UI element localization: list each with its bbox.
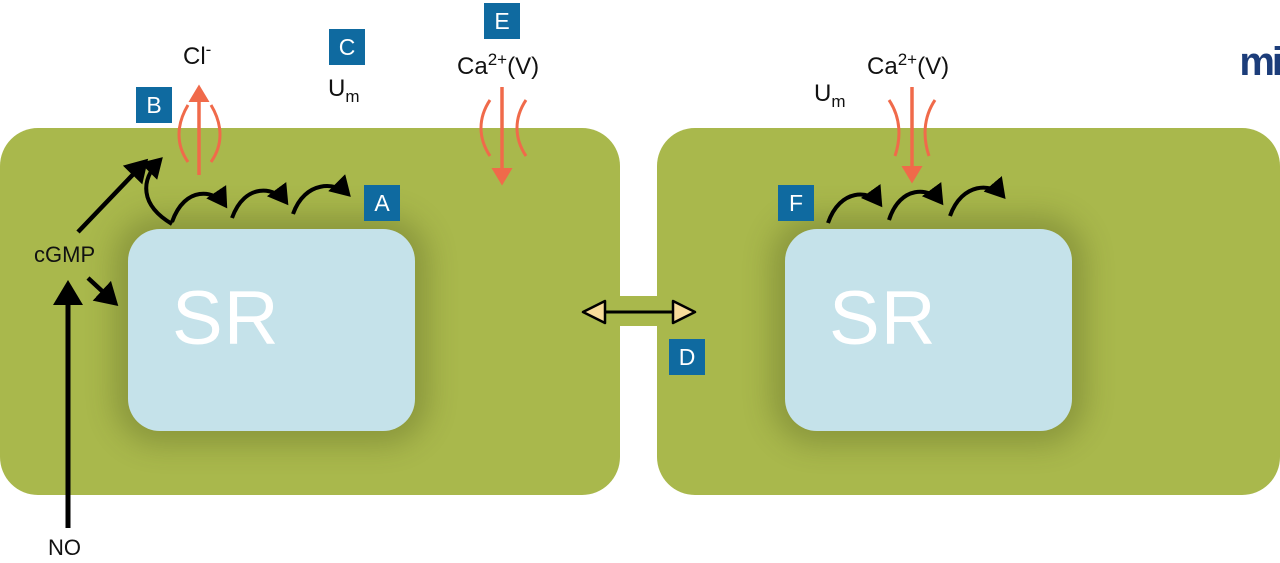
right-wave-hop-3 bbox=[948, 176, 1006, 217]
badge-b: B bbox=[136, 87, 172, 123]
publisher-logo: mi bbox=[1239, 40, 1280, 84]
right-wave-hop-1 bbox=[826, 184, 883, 224]
right-sr-label: SR bbox=[829, 276, 937, 361]
calcium-left-label: Ca2+(V) bbox=[457, 50, 540, 80]
left-sr: SR bbox=[128, 229, 415, 431]
gap-junction-arrow-right-head bbox=[671, 299, 697, 325]
chloride-label: Cl- bbox=[183, 40, 212, 70]
membrane-potential-left-label: Um bbox=[328, 75, 360, 106]
no-label: NO bbox=[48, 535, 81, 560]
badge-d: D bbox=[669, 339, 705, 375]
badge-e: E bbox=[484, 3, 520, 39]
cgmp-label: cGMP bbox=[34, 242, 96, 267]
sr-to-channel-curve bbox=[140, 157, 174, 226]
chloride-channel-left bbox=[177, 104, 190, 163]
chloride-channel-right bbox=[209, 104, 222, 163]
right-sr: SR bbox=[785, 229, 1072, 431]
gap-junction-arrow-left-head bbox=[581, 299, 607, 325]
wave-hop-3 bbox=[291, 174, 351, 215]
wave-hop-1 bbox=[170, 185, 228, 223]
badge-c: C bbox=[329, 29, 365, 65]
wave-hop-2 bbox=[230, 182, 289, 219]
right-wave-hop-2 bbox=[887, 182, 944, 221]
calcium-right-label: Ca2+(V) bbox=[867, 50, 950, 80]
left-sr-label: SR bbox=[172, 276, 280, 361]
cgmp-to-sr-arrow bbox=[86, 276, 119, 307]
membrane-potential-right-label: Um bbox=[814, 80, 846, 111]
calcium-channel-left-b bbox=[515, 99, 528, 157]
cgmp-to-channel-arrow bbox=[76, 158, 149, 234]
badge-f: F bbox=[778, 185, 814, 221]
badge-a: A bbox=[364, 185, 400, 221]
calcium-channel-right-b bbox=[923, 99, 937, 157]
calcium-channel-left-a bbox=[479, 99, 492, 157]
calcium-channel-right-a bbox=[887, 99, 901, 157]
